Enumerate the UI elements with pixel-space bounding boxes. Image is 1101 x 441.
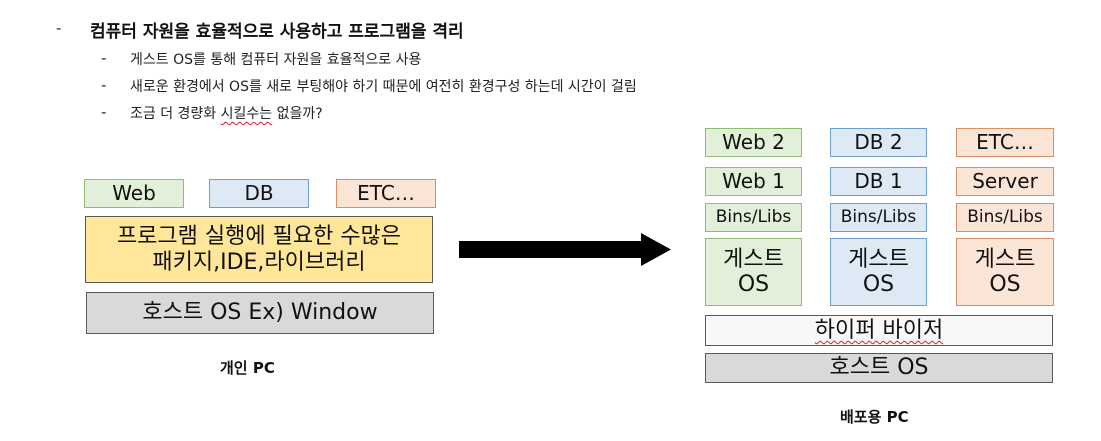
col2-app-box: DB 1: [830, 167, 927, 196]
col1-guest-os-box: 게스트 OS: [705, 238, 802, 306]
title-bullet: -: [56, 19, 62, 37]
col3-guest-line-1: 게스트: [974, 246, 1036, 272]
col1-bins-box: Bins/Libs: [705, 203, 802, 232]
col3-bins-box: Bins/Libs: [956, 203, 1054, 232]
col3-top-box: ETC…: [956, 128, 1054, 157]
col1-app-box: Web 1: [705, 167, 802, 196]
left-web-box: Web: [84, 179, 184, 208]
right-host-os-box: 호스트 OS: [705, 353, 1053, 383]
right-arrow-icon: [459, 233, 671, 266]
arrow-shaft: [459, 241, 643, 258]
sub-item-2: 새로운 환경에서 OS를 새로 부팅해야 하기 때문에 여전히 환경구성 하는데…: [130, 79, 637, 95]
sub-item-1: 게스트 OS를 통해 컴퓨터 자원을 효율적으로 사용: [130, 52, 422, 68]
packages-line-2: 패키지,IDE,라이브러리: [152, 249, 366, 275]
col2-guest-line-2: OS: [862, 272, 895, 297]
col2-guest-os-box: 게스트 OS: [830, 238, 927, 306]
left-packages-box: 프로그램 실행에 필요한 수많은 패키지,IDE,라이브러리: [85, 216, 433, 283]
sub-item-3-after: 없을까?: [272, 106, 323, 122]
sub-bullet-2: -: [101, 76, 107, 94]
col2-bins-box: Bins/Libs: [830, 203, 927, 232]
left-caption: 개인 PC: [220, 359, 275, 377]
sub-item-3: 조금 더 경량화 시킬수는 없을까?: [130, 103, 323, 123]
packages-line-1: 프로그램 실행에 필요한 수많은: [116, 224, 402, 250]
sub-bullet-1: -: [101, 49, 107, 67]
hypervisor-label: 하이퍼 바이저: [814, 317, 944, 343]
col2-top-box: DB 2: [830, 128, 927, 157]
left-etc-box: ETC…: [336, 179, 436, 208]
sub-bullet-3: -: [101, 103, 107, 121]
sub-item-3-before: 조금 더 경량화: [130, 106, 221, 122]
arrow-head: [641, 233, 671, 266]
left-host-os-box: 호스트 OS Ex) Window: [86, 292, 434, 334]
col1-top-box: Web 2: [705, 128, 802, 157]
col3-app-box: Server: [956, 167, 1054, 196]
left-db-box: DB: [209, 179, 309, 208]
col3-guest-os-box: 게스트 OS: [956, 238, 1054, 306]
col3-guest-line-2: OS: [989, 272, 1021, 297]
sub-item-3-underlined: 시킬수는: [220, 106, 273, 122]
col2-guest-line-1: 게스트: [848, 246, 909, 272]
right-caption: 배포용 PC: [840, 408, 909, 426]
slide-heading: 컴퓨터 자원을 효율적으로 사용하고 프로그램을 격리: [90, 22, 464, 42]
hypervisor-box: 하이퍼 바이저: [705, 315, 1053, 346]
col1-guest-line-2: OS: [737, 272, 770, 297]
col1-guest-line-1: 게스트: [723, 246, 784, 272]
